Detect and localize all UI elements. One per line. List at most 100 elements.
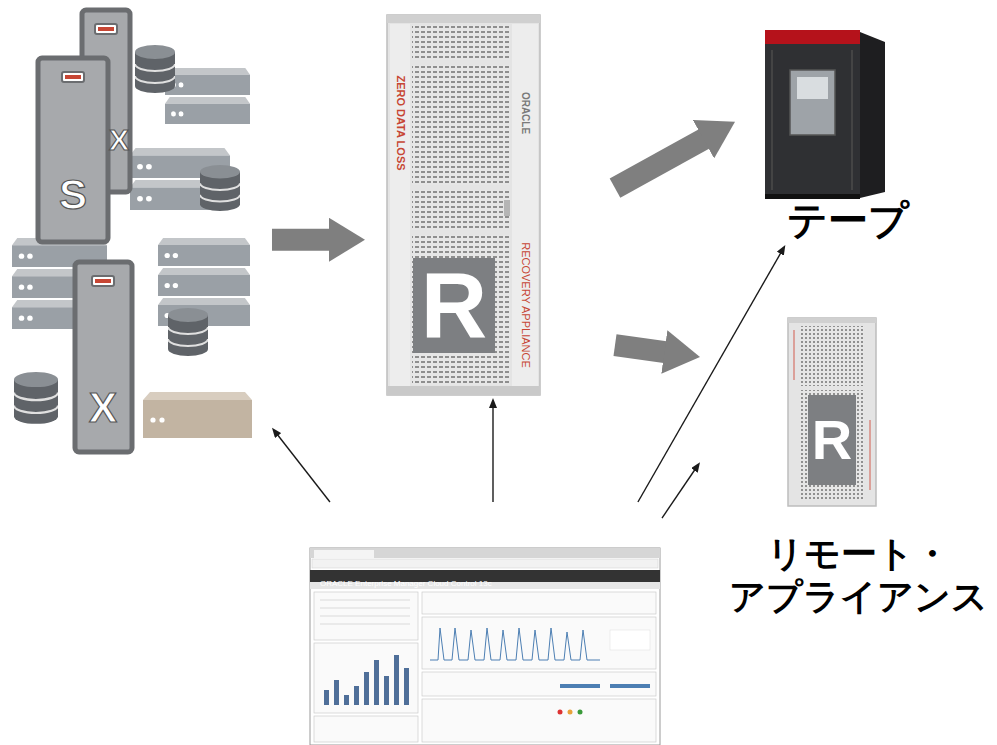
- tape-library-part: [765, 30, 860, 44]
- server-cluster-part: [158, 238, 250, 266]
- tape-library-part: [790, 70, 835, 135]
- text-slot: リモート・ アプライアンス: [725, 532, 991, 618]
- enterprise-manager-screenshot-part-part: [334, 680, 339, 705]
- recovery-appliance-rack-part: [504, 200, 510, 216]
- connector-layer-part: [272, 135, 781, 518]
- tape-library-part: [851, 50, 853, 190]
- enterprise-manager-screenshot-part: [314, 592, 418, 640]
- enterprise-manager-screenshot-part: [310, 548, 660, 745]
- rack-brand-text: RECOVERY APPLIANCE: [520, 242, 531, 368]
- connector-arrow: [492, 406, 493, 502]
- server-cluster-part: [143, 392, 252, 400]
- enterprise-manager-screenshot-part: [312, 559, 658, 568]
- remote-appliance-rack-part: [788, 318, 876, 506]
- enterprise-manager-screenshot-part-part: [324, 690, 329, 705]
- enterprise-manager-screenshot-part: [558, 710, 563, 715]
- recovery-appliance-rack-part: [390, 24, 410, 386]
- server-cluster-part: [200, 165, 240, 211]
- server-cluster-part: [92, 276, 114, 286]
- server-cluster-part: [143, 400, 252, 438]
- tape-library-part: [771, 50, 773, 190]
- enterprise-manager-screenshot-part: [320, 600, 410, 624]
- connector-arrow: [662, 469, 696, 518]
- enterprise-manager-screenshot-part: [324, 655, 409, 705]
- enterprise-manager-screenshot-part: [422, 617, 656, 669]
- remote-appliance-rack-part: [808, 395, 856, 485]
- enterprise-manager-screenshot-part: [610, 630, 650, 650]
- tape-library-part: [797, 77, 828, 99]
- enterprise-manager-screenshot-part: [610, 684, 650, 688]
- enterprise-manager-screenshot-part-part: [320, 624, 410, 625]
- console-header-text: ORACLE Enterprise Manager Cloud Control …: [320, 580, 492, 588]
- connector-arrow: [638, 252, 781, 502]
- recovery-appliance-rack-part: [412, 190, 510, 230]
- tape-library: テープ: [735, 25, 911, 245]
- enterprise-manager-screenshot-part-part: [320, 600, 410, 601]
- recovery-appliance: ZERO DATA LOSS ORACLE R RECOVERY APPLIANCE: [365, 12, 615, 398]
- enterprise-manager-screenshot-part: [578, 710, 583, 715]
- recovery-appliance-rack-part: [412, 65, 510, 185]
- enterprise-manager-screenshot-part: [314, 550, 374, 558]
- enterprise-manager-screenshot-part: [560, 684, 600, 688]
- tape-library-part: [860, 32, 885, 198]
- enterprise-manager-screenshot-part-part: [320, 608, 410, 609]
- rack-letter: R: [812, 412, 852, 468]
- tape-library: [765, 30, 885, 199]
- enterprise-manager-screenshot-part: [310, 548, 660, 558]
- connector-arrow: [277, 434, 330, 502]
- remote-appliance-rack-part: [800, 326, 864, 386]
- enterprise-manager-screenshot-part-part: [404, 668, 409, 705]
- server-cluster-part: [150, 417, 155, 422]
- server-cluster-part: [135, 45, 175, 93]
- node-label: テープ: [787, 200, 909, 240]
- remote-appliance-rack-part: [869, 420, 871, 490]
- enterprise-manager-screenshot-part-part: [354, 686, 359, 705]
- server-cluster-part: [165, 68, 250, 95]
- management-console: ORACLE Enterprise Manager Cloud Control …: [308, 502, 662, 745]
- enterprise-manager-screenshot-part-part: [384, 676, 389, 705]
- enterprise-manager-screenshot-part: [568, 710, 573, 715]
- tape-library-part: [765, 194, 860, 199]
- enterprise-manager-screenshot-part-part: [344, 695, 349, 705]
- rack-logo-text: ORACLE: [520, 92, 530, 134]
- enterprise-manager-screenshot-part-part: [320, 616, 410, 617]
- enterprise-manager-screenshot-part-part: [364, 672, 369, 705]
- recovery-appliance-rack-part: [387, 15, 540, 395]
- recovery-appliance-rack: [387, 15, 540, 395]
- connector-arrow: [272, 229, 337, 251]
- remote-appliance-rack: [788, 318, 876, 506]
- server-cluster-part: [158, 268, 250, 296]
- rack-brand-text: ZERO DATA LOSS: [395, 75, 406, 170]
- server-letter: X: [109, 125, 129, 155]
- recovery-appliance-rack-part: [512, 24, 538, 386]
- server-cluster-part: [168, 308, 208, 356]
- enterprise-manager-screenshot-part: [422, 699, 656, 742]
- server-cluster-part: [95, 279, 111, 283]
- server-cluster-part: [75, 262, 132, 452]
- remote-appliance: R リモート・ アプライアンス: [700, 310, 994, 625]
- enterprise-manager-screenshot-part: [430, 628, 600, 660]
- server-cluster-part: [159, 417, 164, 422]
- connector-arrow: [615, 135, 710, 188]
- enterprise-manager-screenshot-part: [314, 643, 418, 713]
- rack-letter: R: [421, 259, 487, 351]
- recovery-appliance-rack-part: [412, 235, 510, 385]
- remote-appliance-rack-part: [788, 318, 876, 323]
- recovery-appliance-rack-part: [413, 258, 495, 353]
- recovery-appliance-rack-part: [387, 386, 540, 395]
- recovery-appliance-rack-part: [412, 25, 510, 60]
- enterprise-manager-screenshot-part: [314, 716, 418, 742]
- server-cluster: XSX: [0, 0, 272, 455]
- recovery-appliance-rack-part: [387, 15, 540, 23]
- server-letter: S: [59, 174, 87, 216]
- node-label: リモート・ アプライアンス: [725, 532, 991, 618]
- remote-appliance-rack-part: [793, 330, 795, 380]
- server-letter: X: [89, 387, 117, 429]
- server-cluster-part: [38, 58, 108, 242]
- tape-library-part: [765, 30, 860, 198]
- server-cluster-part: [62, 72, 84, 82]
- server-cluster-part: [98, 27, 114, 31]
